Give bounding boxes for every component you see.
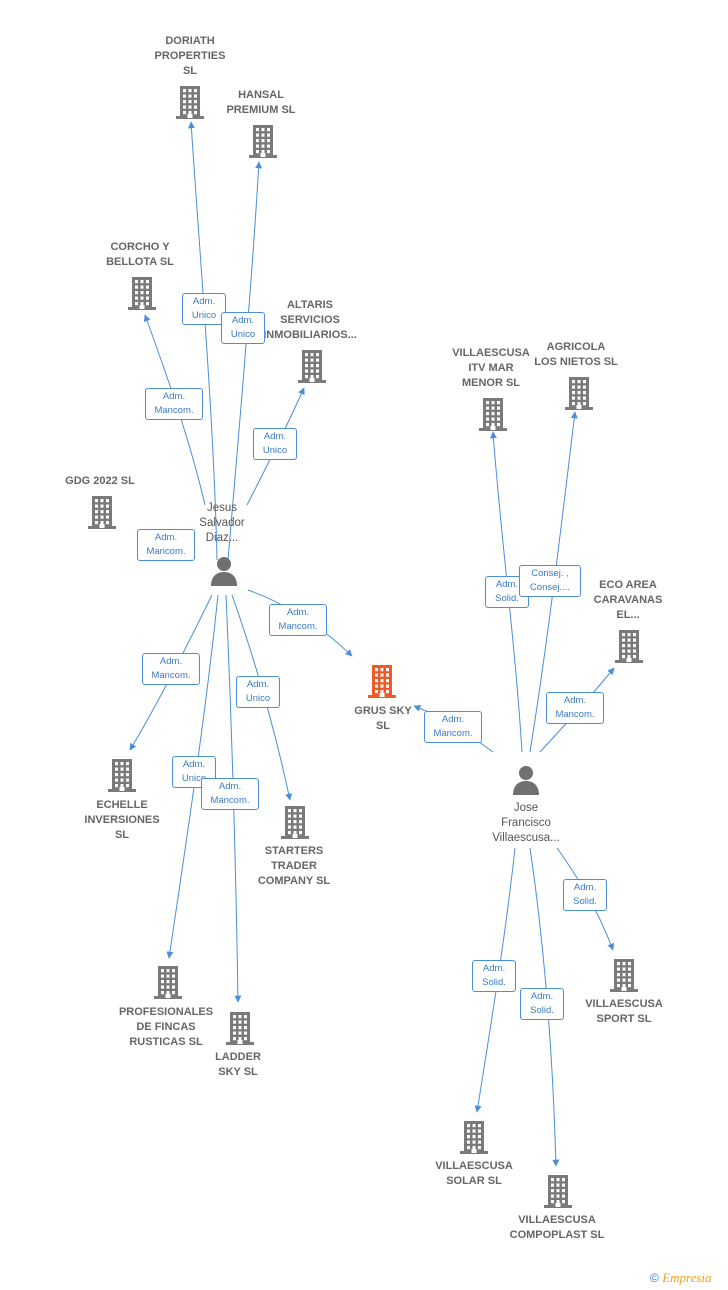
edge-label-compoplast[interactable]: Adm. Solid.: [520, 988, 564, 1020]
edge-label-starters[interactable]: Adm. Unico: [236, 676, 280, 708]
edge-label-agricola[interactable]: Consej. , Consej....: [519, 565, 581, 597]
person-label: Jesus Salvador Diaz...: [199, 502, 245, 544]
building-icon[interactable]: [247, 123, 279, 164]
company-label: ALTARIS SERVICIOS INMOBILIARIOS...: [263, 299, 357, 341]
company-doriath[interactable]: DORIATH PROPERTIES SL: [138, 34, 242, 79]
edge-label-sport[interactable]: Adm. Solid.: [563, 879, 607, 911]
company-label: PROFESIONALES DE FINCAS RUSTICAS SL: [118, 1006, 214, 1048]
company-label: DORIATH PROPERTIES SL: [154, 35, 226, 77]
edge-label-eco[interactable]: Adm. Mancom.: [546, 692, 604, 724]
company-label: STARTERS TRADER COMPANY SL: [257, 845, 331, 887]
company-label: LADDER SKY SL: [215, 1051, 261, 1078]
building-icon[interactable]: [224, 1010, 256, 1051]
person-icon[interactable]: [511, 764, 541, 801]
building-icon[interactable]: [477, 396, 509, 437]
edge-label-grus-jesus[interactable]: Adm. Mancom.: [269, 604, 327, 636]
company-itv[interactable]: VILLAESCUSA ITV MAR MENOR SL: [440, 346, 542, 391]
person-jose[interactable]: Jose Francisco Villaescusa...: [468, 801, 584, 846]
company-label: VILLAESCUSA SOLAR SL: [435, 1160, 513, 1187]
company-echelle[interactable]: ECHELLE INVERSIONES SL: [70, 798, 174, 843]
edge-label-ladder[interactable]: Adm. Mancom.: [201, 778, 259, 810]
company-solar[interactable]: VILLAESCUSA SOLAR SL: [422, 1159, 526, 1189]
edge-jesus-doriath: [187, 121, 218, 561]
building-icon[interactable]: [613, 628, 645, 669]
edge-jesus-hansal: [227, 161, 263, 561]
company-label: AGRICOLA LOS NIETOS SL: [534, 341, 618, 368]
footer-credit[interactable]: © Empresia: [650, 1270, 712, 1286]
company-label: HANSAL PREMIUM SL: [226, 89, 296, 116]
company-eco[interactable]: ECO AREA CARAVANAS EL...: [582, 578, 674, 623]
company-label: GRUS SKY SL: [354, 705, 412, 732]
company-label: GDG 2022 SL: [65, 475, 135, 487]
company-label: VILLAESCUSA ITV MAR MENOR SL: [452, 347, 530, 389]
company-hansal[interactable]: HANSAL PREMIUM SL: [214, 88, 308, 118]
company-grus[interactable]: GRUS SKY SL: [336, 704, 430, 734]
company-sport[interactable]: VILLAESCUSA SPORT SL: [572, 997, 676, 1027]
edge-label-solar[interactable]: Adm. Solid.: [472, 960, 516, 992]
company-label: VILLAESCUSA COMPOPLAST SL: [509, 1214, 605, 1241]
company-compoplast[interactable]: VILLAESCUSA COMPOPLAST SL: [498, 1213, 616, 1243]
building-icon[interactable]: [86, 494, 118, 535]
building-icon[interactable]: [152, 964, 184, 1005]
copyright-icon: ©: [650, 1271, 659, 1285]
company-profesionales[interactable]: PROFESIONALES DE FINCAS RUSTICAS SL: [108, 1005, 224, 1050]
company-label: ECHELLE INVERSIONES SL: [84, 799, 160, 841]
edge-label-gdg[interactable]: Adm. Mancom.: [137, 529, 195, 561]
building-icon[interactable]: [458, 1119, 490, 1160]
edge-label-hansal[interactable]: Adm. Unico: [221, 312, 265, 344]
brand-logo: Empresia: [662, 1270, 712, 1285]
building-icon[interactable]: [126, 275, 158, 316]
focus-building-icon[interactable]: [366, 663, 398, 704]
edge-label-corcho[interactable]: Adm. Mancom.: [145, 388, 203, 420]
person-label: Jose Francisco Villaescusa...: [492, 802, 560, 844]
company-ladder[interactable]: LADDER SKY SL: [196, 1050, 280, 1080]
company-altaris[interactable]: ALTARIS SERVICIOS INMOBILIARIOS...: [256, 298, 364, 343]
edge-label-doriath[interactable]: Adm. Unico: [182, 293, 226, 325]
company-label: CORCHO Y BELLOTA SL: [106, 241, 174, 268]
building-icon[interactable]: [542, 1173, 574, 1214]
building-icon[interactable]: [608, 957, 640, 998]
company-starters[interactable]: STARTERS TRADER COMPANY SL: [240, 844, 348, 889]
edge-label-grus-jose[interactable]: Adm. Mancom.: [424, 711, 482, 743]
building-icon[interactable]: [279, 804, 311, 845]
company-label: ECO AREA CARAVANAS EL...: [593, 579, 663, 621]
edge-label-altaris[interactable]: Adm. Unico: [253, 428, 297, 460]
building-icon[interactable]: [296, 348, 328, 389]
edge-label-echelle[interactable]: Adm. Mancom.: [142, 653, 200, 685]
person-icon[interactable]: [209, 555, 239, 592]
company-corcho[interactable]: CORCHO Y BELLOTA SL: [92, 240, 188, 270]
building-icon[interactable]: [106, 757, 138, 798]
company-gdg[interactable]: GDG 2022 SL: [52, 474, 148, 489]
company-agricola[interactable]: AGRICOLA LOS NIETOS SL: [524, 340, 628, 370]
building-icon[interactable]: [174, 84, 206, 125]
building-icon[interactable]: [563, 375, 595, 416]
person-jesus[interactable]: Jesus Salvador Diaz...: [180, 501, 264, 546]
company-label: VILLAESCUSA SPORT SL: [585, 998, 663, 1025]
